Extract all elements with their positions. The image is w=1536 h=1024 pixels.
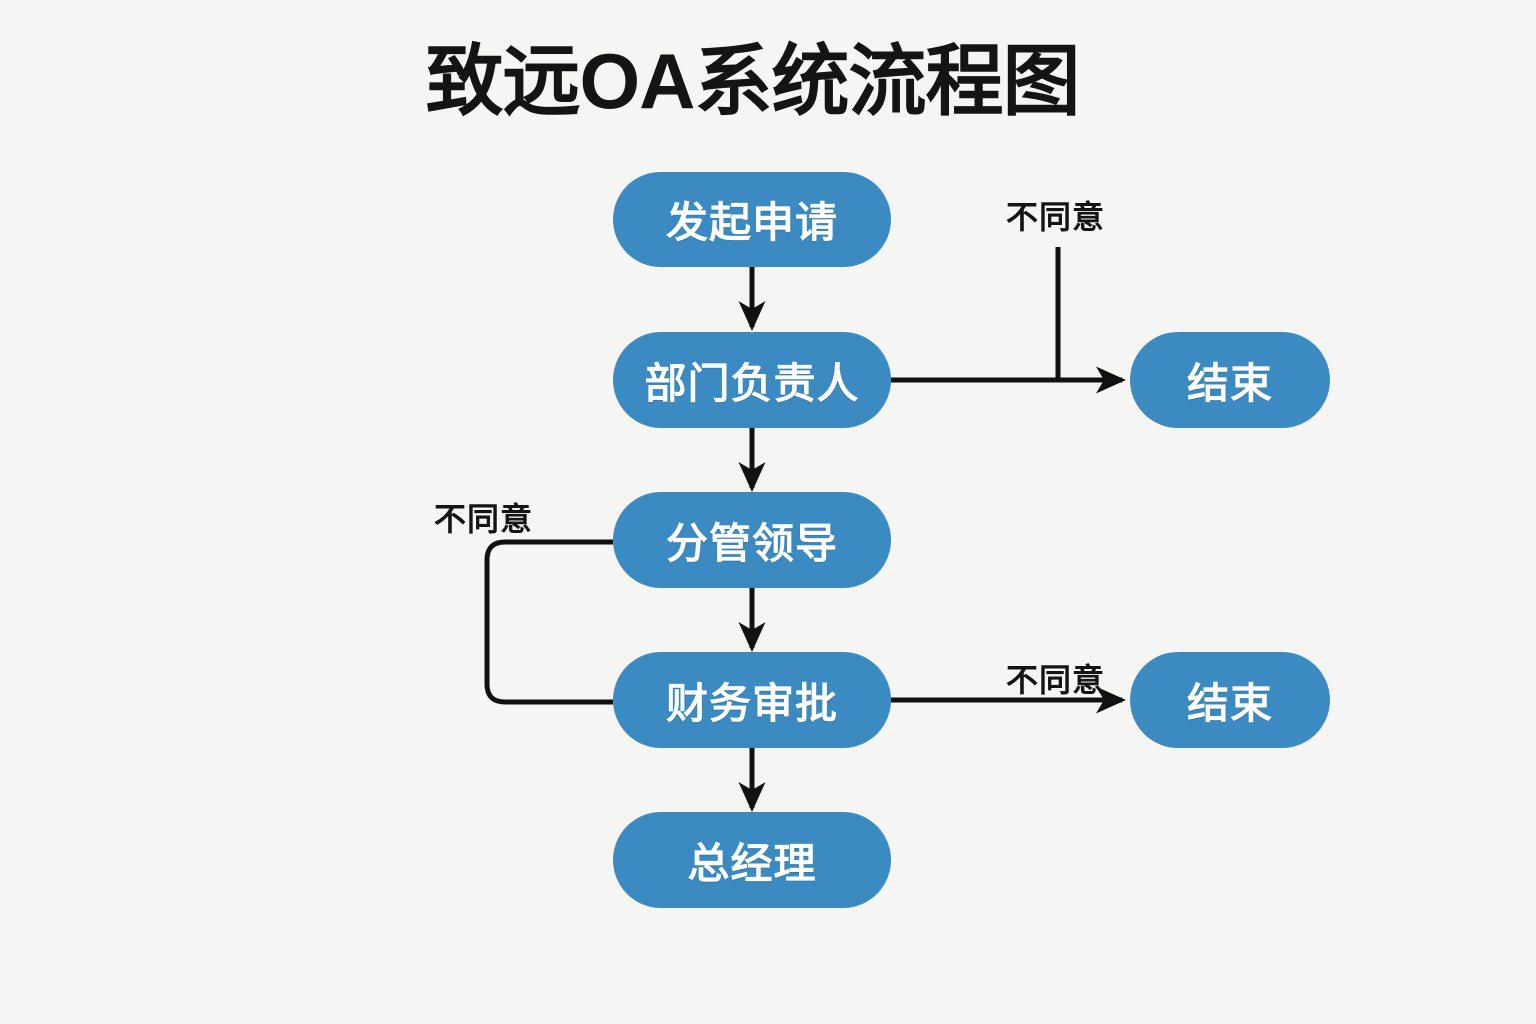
node-start-label: 发起申请: [665, 199, 838, 246]
edge-label-reject-finance: 不同意: [1006, 662, 1106, 698]
node-dept-head[interactable]: 部门负责人: [613, 332, 891, 428]
node-end-middle-label: 结束: [1186, 679, 1273, 727]
edge-label-reject-leader: 不同意: [434, 501, 534, 537]
node-leader[interactable]: 分管领导: [613, 492, 891, 588]
page-title: 致远OA系统流程图: [425, 37, 1080, 125]
node-end-top-label: 结束: [1186, 359, 1273, 407]
node-start[interactable]: 发起申请: [613, 172, 891, 267]
node-leader-label: 分管领导: [665, 519, 838, 567]
node-general-manager[interactable]: 总经理: [613, 812, 891, 908]
edge-label-reject-dept: 不同意: [1006, 199, 1106, 235]
node-end-middle[interactable]: 结束: [1130, 652, 1330, 748]
node-dept-head-label: 部门负责人: [644, 359, 860, 407]
node-finance-label: 财务审批: [665, 679, 838, 727]
node-finance[interactable]: 财务审批: [613, 652, 891, 748]
node-end-top[interactable]: 结束: [1130, 332, 1330, 428]
edge-leader-reject-loop: [484, 539, 613, 705]
node-general-manager-label: 总经理: [687, 839, 817, 887]
